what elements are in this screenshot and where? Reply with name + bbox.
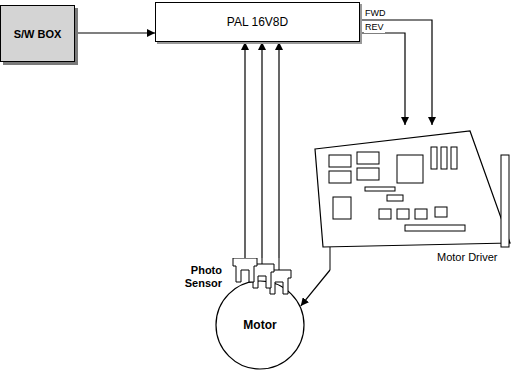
signal-arrow <box>301 270 330 306</box>
pal-chip-box: PAL 16V8D <box>155 2 360 42</box>
signal-arrow <box>75 32 155 33</box>
node-label: Motor Driver <box>437 251 498 263</box>
software-box: S/W BOX <box>0 5 75 62</box>
signal-name: REV <box>364 22 385 33</box>
motor-circle: Motor <box>215 280 305 370</box>
circuit-board-illustration <box>305 125 515 270</box>
node-label: Motor <box>243 318 276 332</box>
photo-sensor: Photo Sensor <box>170 258 300 300</box>
node-label: S/W BOX <box>14 28 62 40</box>
signal-arrow <box>244 42 245 258</box>
node-label: Photo Sensor <box>170 264 222 290</box>
signal-arrow <box>360 20 432 125</box>
signal-name: FWD <box>364 8 387 19</box>
motor-driver-card: Motor Driver <box>305 125 515 270</box>
signal-arrow <box>278 42 279 258</box>
signal-arrow <box>261 42 262 258</box>
signal-arrow <box>360 33 405 125</box>
node-label: PAL 16V8D <box>227 15 288 29</box>
